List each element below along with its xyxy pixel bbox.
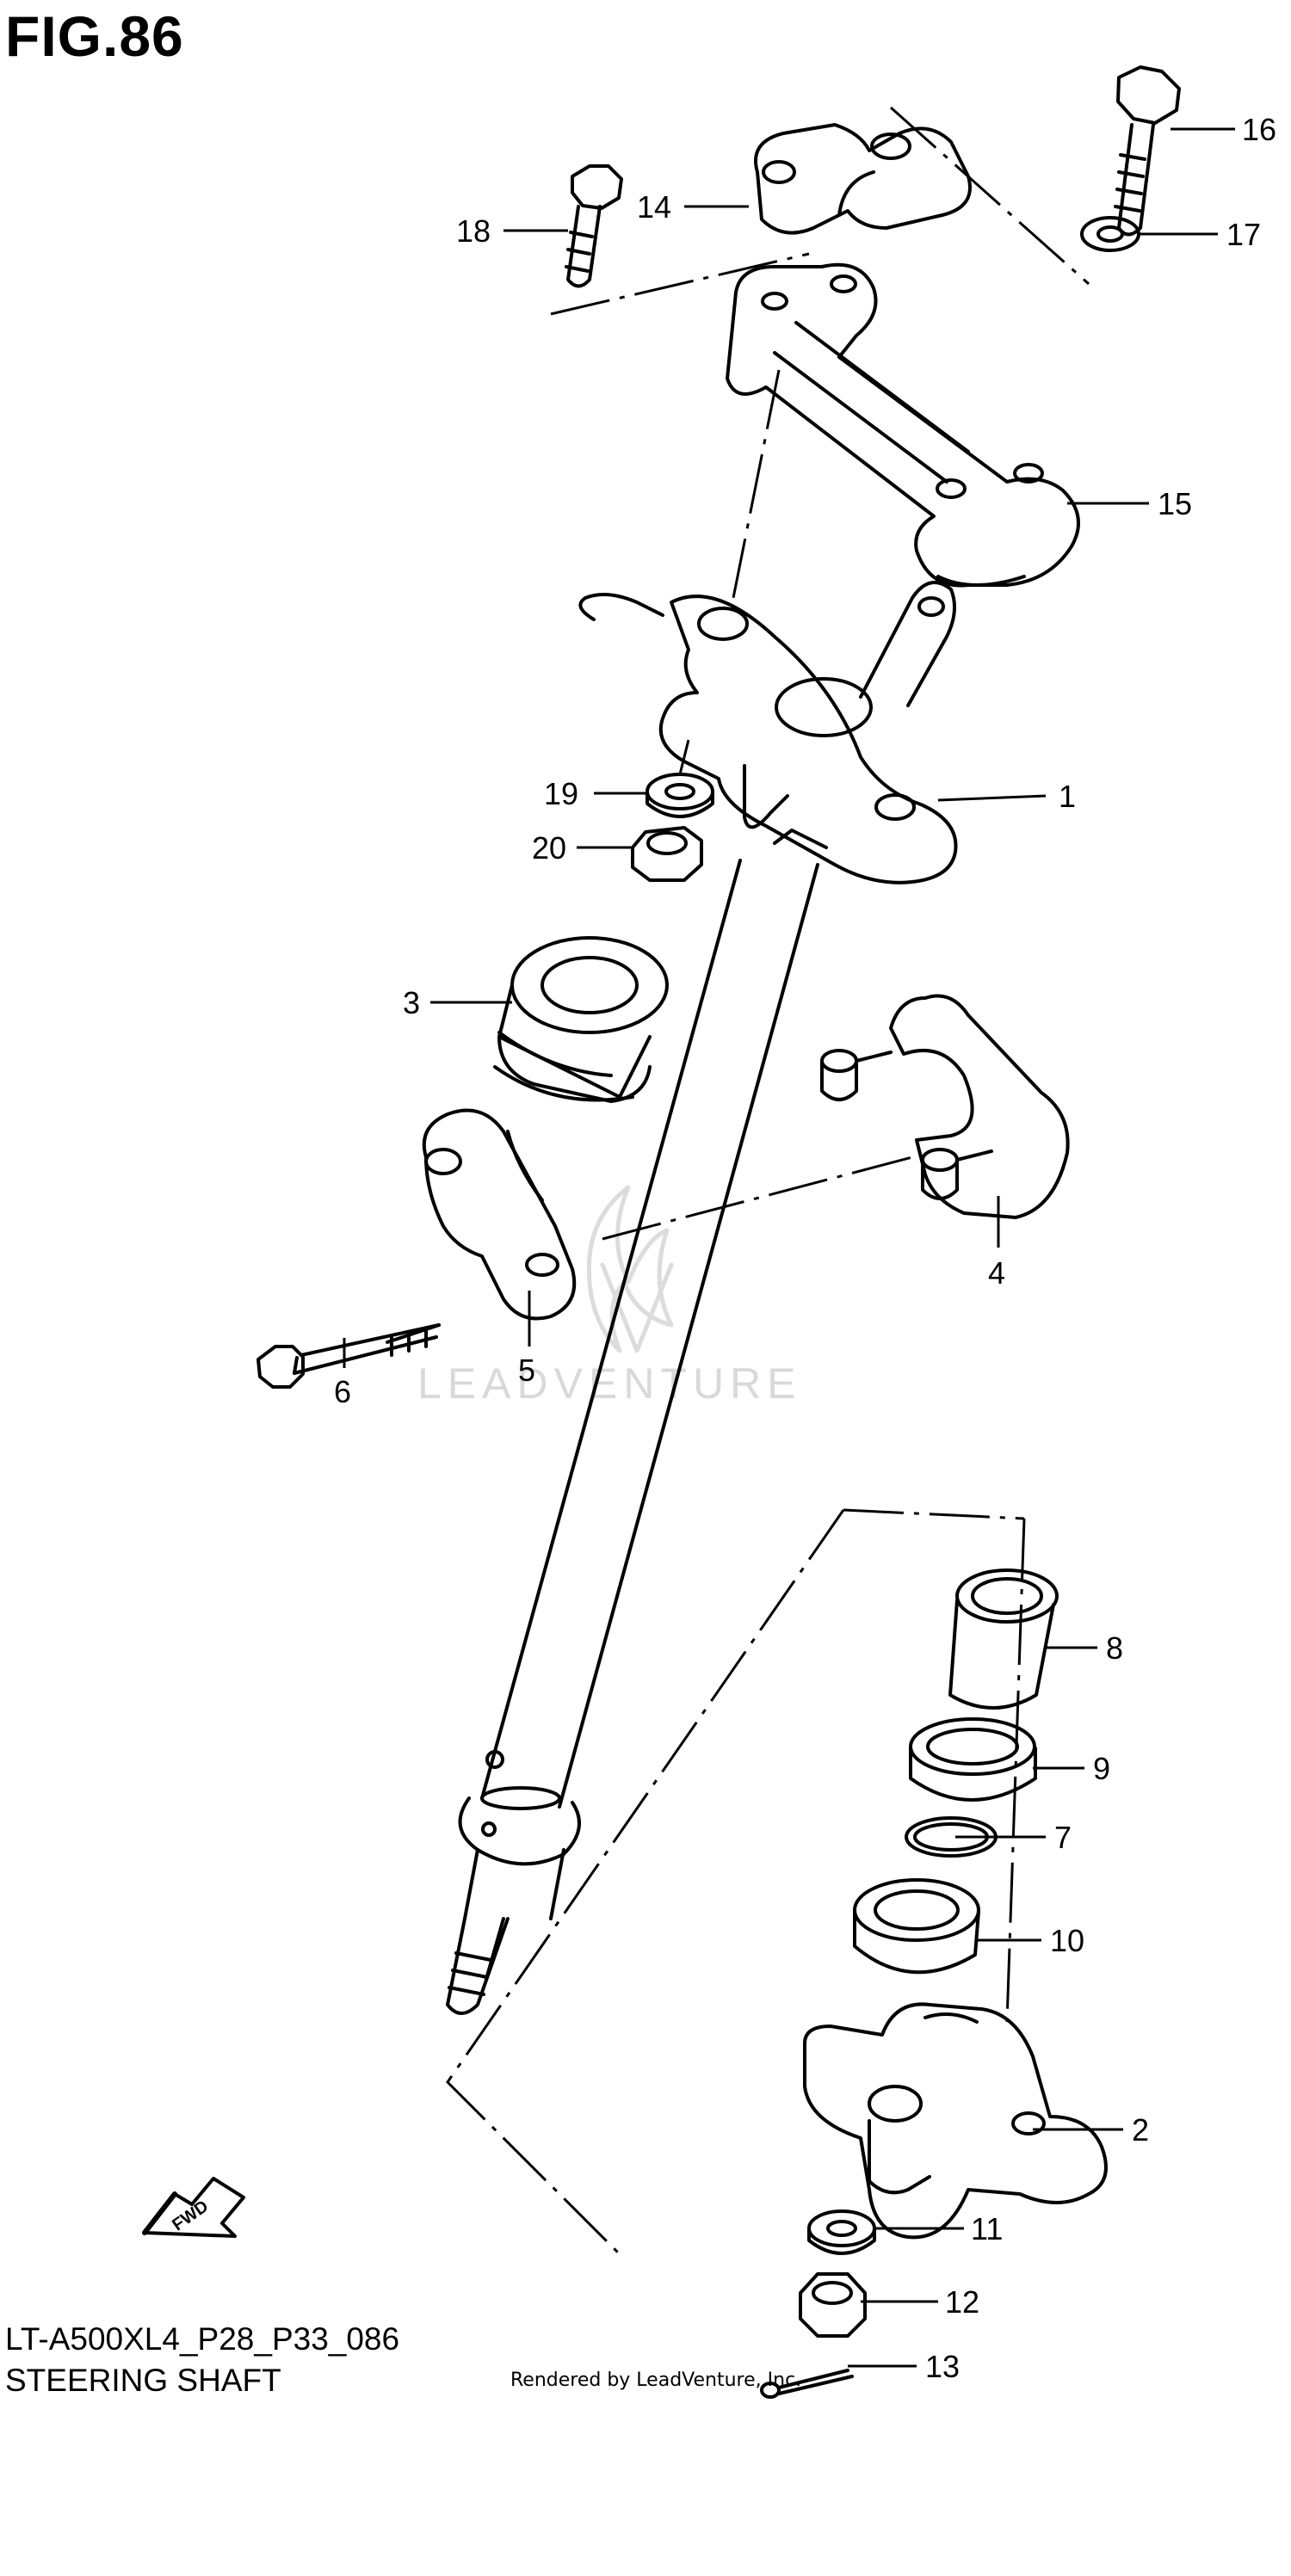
part-3-bushing[interactable] [493, 936, 669, 1103]
part-6-bolt[interactable] [256, 1323, 441, 1389]
assembly-name: STEERING SHAFT [5, 2363, 281, 2398]
part-11-washer[interactable] [807, 2209, 876, 2255]
part-10-bearing[interactable] [853, 1878, 980, 1975]
callout-19[interactable]: 19 [544, 776, 578, 811]
part-1-steering-bracket[interactable] [578, 581, 958, 884]
callout-14[interactable]: 14 [637, 189, 671, 225]
callout-4[interactable]: 4 [988, 1255, 1005, 1291]
part-13-cotter-pin[interactable] [760, 2369, 854, 2399]
fwd-arrow-icon [142, 2177, 245, 2238]
part-18-bolt[interactable] [565, 164, 623, 288]
part-9-seal[interactable] [909, 1717, 1037, 1802]
part-5-shaft-holder[interactable] [422, 1108, 577, 1321]
callout-8[interactable]: 8 [1106, 1630, 1123, 1666]
steering-shaft[interactable] [446, 859, 819, 2015]
callout-2[interactable]: 2 [1132, 2112, 1149, 2148]
callout-20[interactable]: 20 [532, 830, 566, 866]
callout-13[interactable]: 13 [925, 2349, 960, 2384]
callout-1[interactable]: 1 [1059, 779, 1076, 814]
part-8-bushing[interactable] [948, 1568, 1059, 1710]
assembly-guide-lines [446, 106, 1090, 2260]
part-20-nut[interactable] [631, 826, 703, 882]
render-credit: Rendered by LeadVenture, Inc. [510, 2370, 802, 2391]
callout-6[interactable]: 6 [334, 1374, 351, 1409]
part-14-handlebar-clamp[interactable] [754, 123, 972, 235]
watermark-logo [586, 1185, 674, 1353]
callout-9[interactable]: 9 [1093, 1751, 1110, 1786]
callout-17[interactable]: 17 [1226, 217, 1261, 252]
callout-10[interactable]: 10 [1050, 1923, 1084, 1958]
part-4-shaft-holder[interactable] [820, 994, 1070, 1219]
part-2-steering-arm[interactable] [803, 2002, 1108, 2240]
part-19-washer[interactable] [646, 773, 714, 818]
leader-lines [343, 127, 1235, 2368]
callout-11[interactable]: 11 [971, 2211, 1003, 2246]
callout-7[interactable]: 7 [1054, 1820, 1072, 1855]
callout-18[interactable]: 18 [456, 213, 491, 249]
callout-5[interactable]: 5 [518, 1353, 535, 1388]
part-12-nut[interactable] [799, 2272, 867, 2338]
callout-16[interactable]: 16 [1242, 112, 1276, 147]
callout-15[interactable]: 15 [1158, 486, 1192, 521]
figure-title: FIG.86 [5, 4, 184, 68]
watermark-text: LEADVENTURE [417, 1359, 802, 1408]
callout-3[interactable]: 3 [403, 985, 420, 1020]
callout-12[interactable]: 12 [945, 2284, 979, 2320]
model-code: LT-A500XL4_P28_P33_086 [5, 2321, 400, 2357]
part-15-handlebar-holder[interactable] [726, 262, 1080, 588]
part-16-bolt[interactable] [1114, 65, 1181, 237]
